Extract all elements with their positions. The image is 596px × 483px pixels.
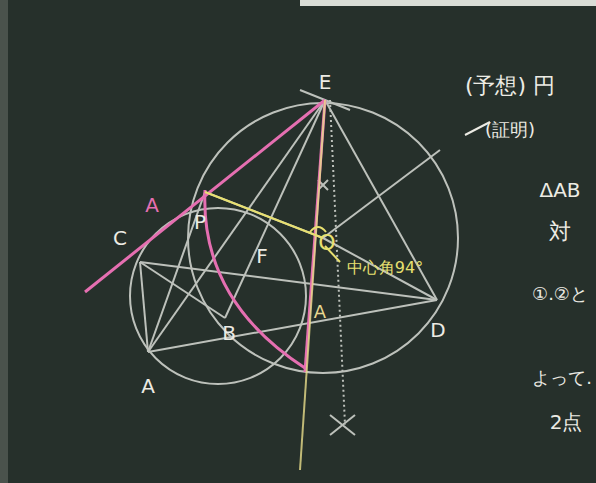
radius-od <box>323 238 437 300</box>
board-text: よって. <box>532 368 592 388</box>
point-label: P <box>194 211 206 233</box>
segment-ad <box>148 300 437 352</box>
wall-strip <box>300 0 596 6</box>
segment-ca <box>140 262 148 352</box>
bisector-mark <box>330 415 355 435</box>
point-label: A <box>145 194 159 216</box>
angle-note: 中心角94° <box>347 259 423 277</box>
yellow-segment <box>205 192 323 238</box>
yellow-line <box>300 100 325 470</box>
segment-cb <box>140 262 225 318</box>
point-label: O <box>318 231 335 255</box>
segment-ea <box>148 100 325 352</box>
point-label: A <box>314 302 326 322</box>
radius-line <box>323 150 440 238</box>
point-label: C <box>113 227 127 249</box>
board-edge <box>0 0 8 483</box>
bisector-line <box>330 100 345 425</box>
point-label: A <box>141 375 155 397</box>
pink-arc <box>205 190 305 368</box>
radius-op <box>205 192 323 238</box>
point-label: D <box>430 319 445 341</box>
board-text: ΔAB <box>539 179 580 201</box>
point-label: B <box>222 322 236 344</box>
bisector-mark <box>330 415 355 435</box>
point-label: F <box>256 245 268 267</box>
board-heading: (証明) <box>485 120 535 140</box>
board-text: 対 <box>549 220 571 244</box>
board-heading: (予想) 円 <box>465 74 555 98</box>
segment-ed <box>325 100 437 300</box>
point-label: E <box>319 71 332 93</box>
board-text: ①.②と <box>532 284 588 304</box>
board-text: 2点 <box>550 411 583 433</box>
